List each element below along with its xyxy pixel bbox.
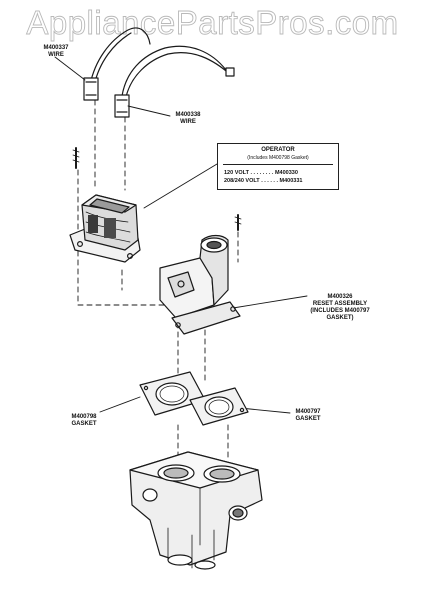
operator-title: OPERATOR xyxy=(261,147,295,153)
wire-right-drawing xyxy=(114,45,235,118)
label-gasket-m400798-part: M400798 xyxy=(71,414,97,420)
operator-callout-box: OPERATOR (Includes M400798 Gasket) 120 V… xyxy=(217,143,339,190)
label-gasket-m400797: M400797 GASKET xyxy=(288,409,328,423)
label-gasket-m400798: M400798 GASKET xyxy=(64,414,104,428)
operator-divider xyxy=(223,164,333,165)
label-wire-m400338-desc: WIRE xyxy=(180,119,196,125)
operator-solenoid-drawing xyxy=(69,194,141,263)
label-gasket-m400797-desc: GASKET xyxy=(295,416,321,422)
label-reset-part: M400326 xyxy=(327,294,353,300)
label-gasket-m400797-part: M400797 xyxy=(295,409,321,415)
label-wire-m400338-part: M400338 xyxy=(175,112,201,118)
valve-body-drawing xyxy=(129,451,263,570)
gasket-m400797-drawing xyxy=(189,387,249,426)
operator-row-120v: 120 VOLT . . . . . . . . M400330 xyxy=(224,170,298,176)
label-wire-m400337-part: M400337 xyxy=(43,45,69,51)
operator-subtitle: (Includes M400798 Gasket) xyxy=(247,155,309,161)
label-reset-desc: RESET ASSEMBLY xyxy=(312,301,368,307)
label-reset-includes: (Includes M400797 xyxy=(310,308,370,314)
label-wire-m400338: M400338 WIRE xyxy=(168,112,208,126)
gasket-m400798-drawing xyxy=(139,371,206,416)
wire-left-drawing xyxy=(83,27,151,101)
label-reset-gasket: GASKET) xyxy=(326,315,354,321)
screw-left xyxy=(72,147,80,169)
leader-lines xyxy=(54,56,308,414)
label-wire-m400337: M400337 WIRE xyxy=(36,45,76,59)
operator-row-208-240v: 208/240 VOLT . . . . . . M400331 xyxy=(224,178,303,184)
screw-right xyxy=(234,214,242,231)
label-wire-m400337-desc: WIRE xyxy=(48,52,64,58)
label-reset-assembly: M400326 RESET ASSEMBLY (Includes M400797… xyxy=(300,294,380,322)
watermark-logo: AppliancePartsPros.com xyxy=(26,4,399,42)
label-gasket-m400798-desc: GASKET xyxy=(71,421,97,427)
reset-assembly-drawing xyxy=(159,234,241,335)
